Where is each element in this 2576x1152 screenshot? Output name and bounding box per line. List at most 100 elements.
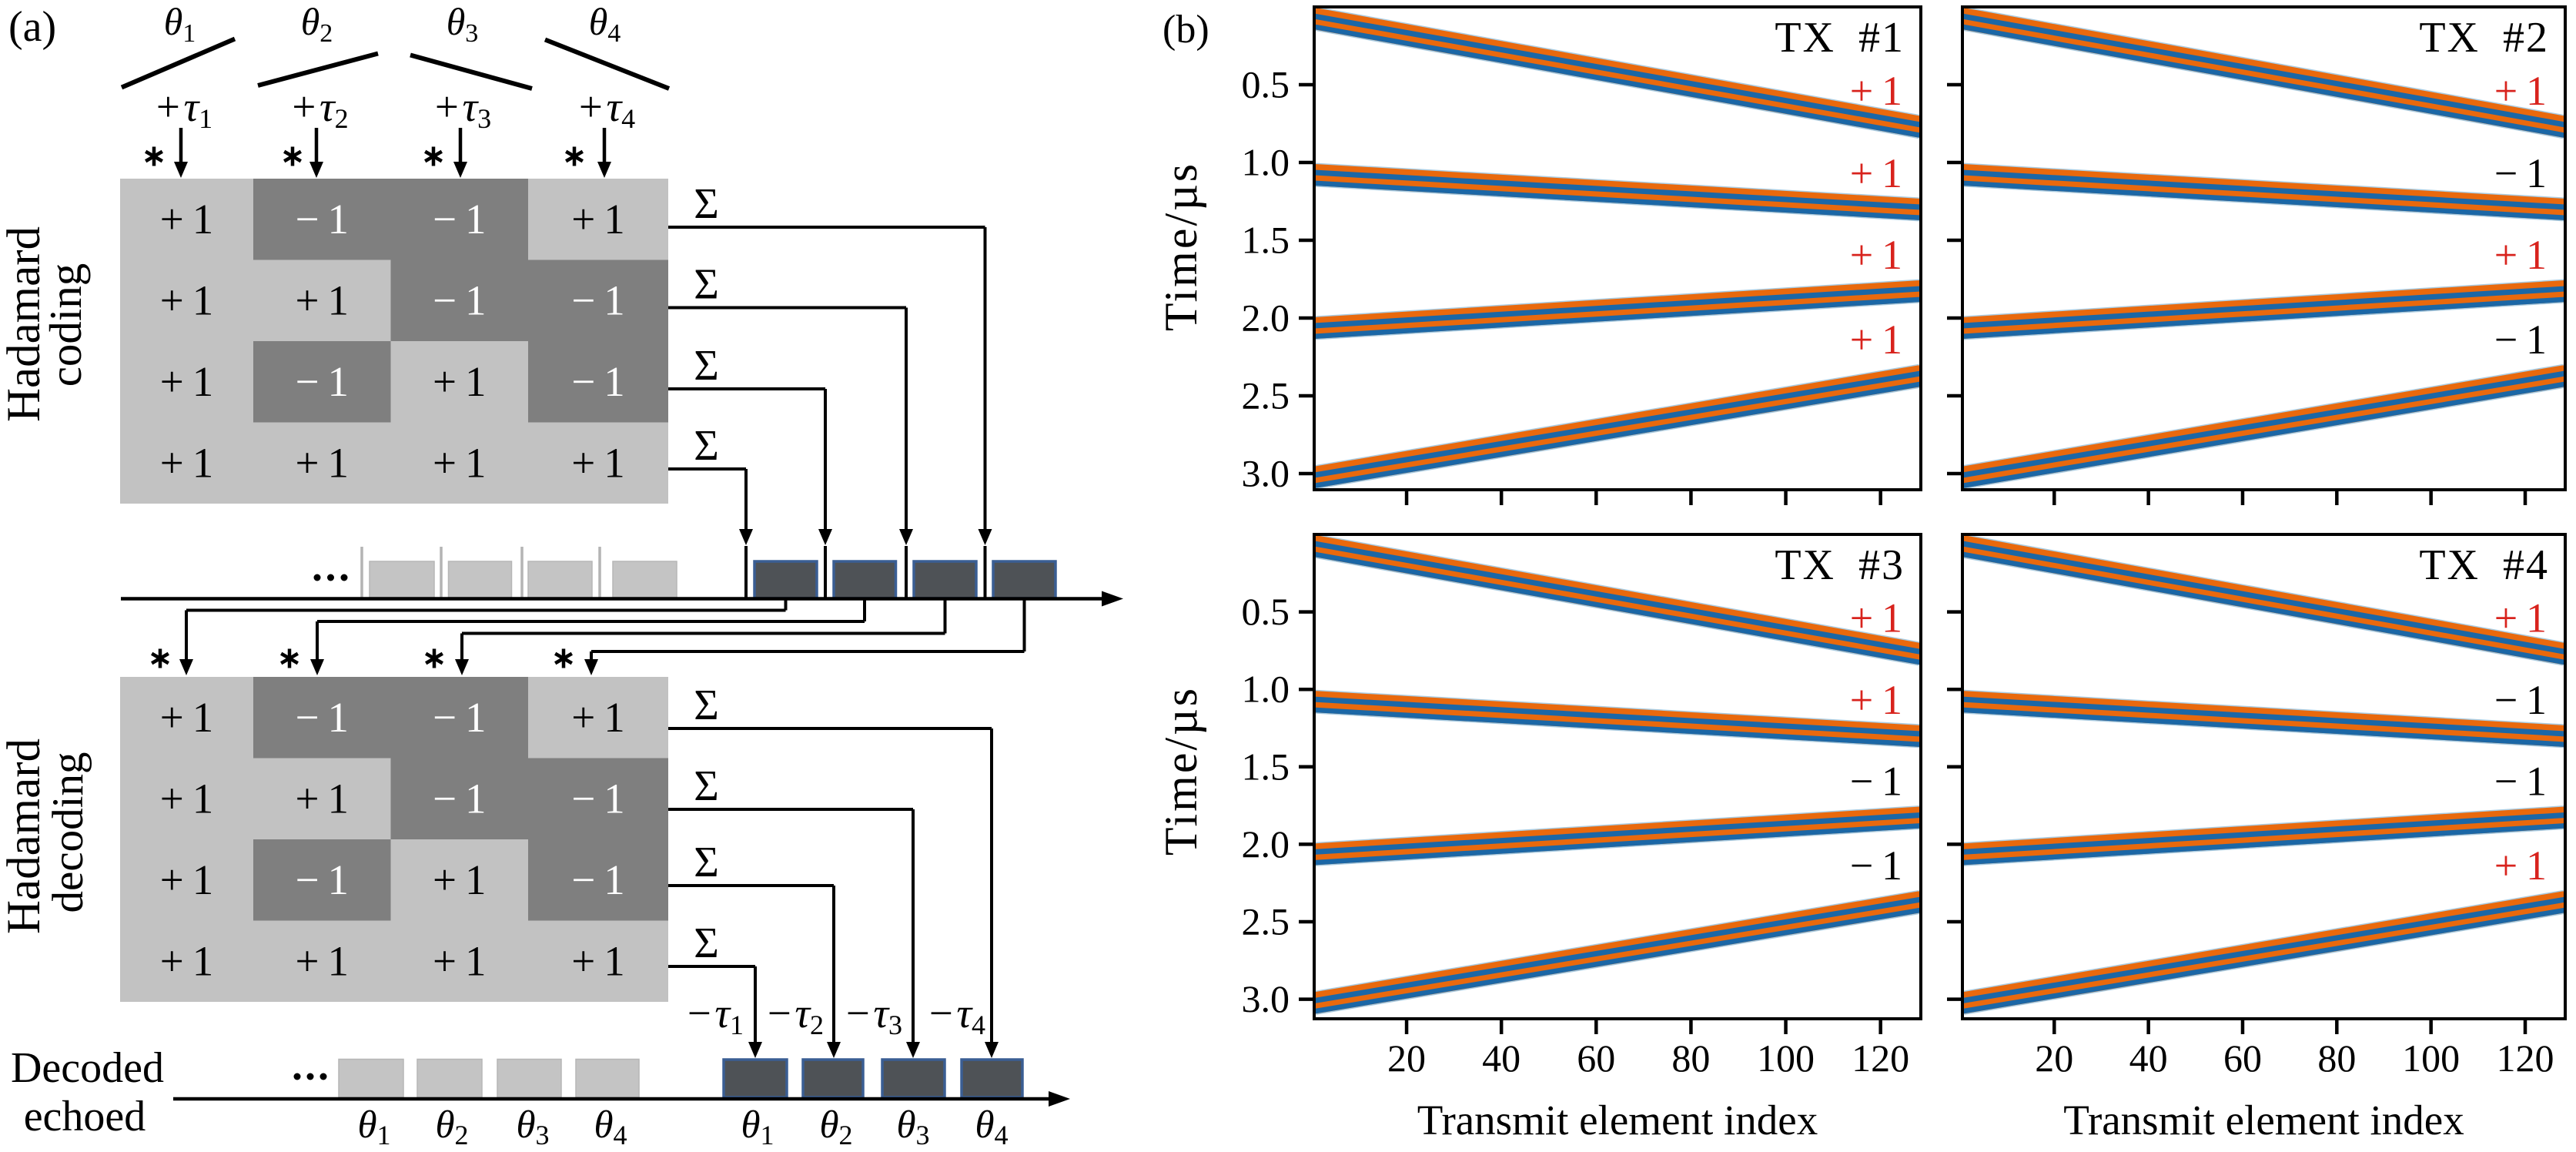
svg-text:− 1: − 1 — [295, 196, 349, 243]
svg-text:+ 1: + 1 — [571, 196, 625, 243]
svg-text:Time/µs: Time/µs — [1156, 686, 1206, 856]
svg-text:100: 100 — [2402, 1036, 2460, 1080]
svg-text:+ 1: + 1 — [1850, 677, 1902, 723]
svg-text:+ 1: + 1 — [160, 856, 214, 903]
svg-text:Σ: Σ — [694, 261, 719, 309]
svg-text:Σ: Σ — [694, 919, 719, 967]
svg-text:+ 1: + 1 — [571, 937, 625, 984]
svg-text:+ 1: + 1 — [571, 439, 625, 486]
svg-text:+ τ2: + τ2 — [292, 83, 348, 134]
svg-text:1.5: 1.5 — [1242, 745, 1290, 788]
svg-text:θ1: θ1 — [164, 0, 196, 48]
svg-text:− 1: − 1 — [2494, 759, 2547, 805]
svg-text:θ3: θ3 — [896, 1103, 929, 1150]
svg-text:θ4: θ4 — [975, 1103, 1008, 1150]
svg-text:+ 1: + 1 — [295, 439, 349, 486]
svg-text:TX #3: TX #3 — [1775, 541, 1905, 589]
svg-text:+ 1: + 1 — [160, 694, 214, 741]
svg-text:2.0: 2.0 — [1242, 296, 1290, 340]
svg-text:− 1: − 1 — [571, 775, 625, 822]
svg-text:Hadamard: Hadamard — [0, 226, 50, 422]
svg-text:+ 1: + 1 — [1850, 150, 1902, 196]
svg-text:− 1: − 1 — [571, 358, 625, 405]
svg-text:+ 1: + 1 — [1850, 232, 1902, 278]
svg-text:120: 120 — [2497, 1036, 2554, 1080]
svg-text:+ 1: + 1 — [433, 856, 487, 903]
svg-text:+ 1: + 1 — [295, 937, 349, 984]
svg-text:− τ2: − τ2 — [768, 990, 824, 1040]
svg-text:60: 60 — [1577, 1036, 1615, 1080]
svg-text:− 1: − 1 — [295, 856, 349, 903]
svg-text:Decoded: Decoded — [11, 1044, 164, 1092]
svg-text:40: 40 — [1482, 1036, 1521, 1080]
svg-text:− τ3: − τ3 — [846, 990, 902, 1040]
svg-text:+ 1: + 1 — [2494, 232, 2547, 278]
svg-text:echoed: echoed — [24, 1093, 146, 1140]
svg-text:− 1: − 1 — [433, 196, 487, 243]
svg-text:coding: coding — [40, 263, 91, 387]
svg-text:100: 100 — [1757, 1036, 1815, 1080]
svg-text:60: 60 — [2223, 1036, 2262, 1080]
svg-text:Σ: Σ — [694, 342, 719, 390]
svg-text:− 1: − 1 — [1850, 842, 1902, 889]
svg-text:+ τ3: + τ3 — [435, 83, 491, 134]
svg-text:− 1: − 1 — [295, 358, 349, 405]
svg-text:θ2: θ2 — [819, 1103, 852, 1150]
svg-text:TX #1: TX #1 — [1775, 14, 1905, 62]
svg-text:+ 1: + 1 — [433, 439, 487, 486]
svg-text:+ 1: + 1 — [2494, 594, 2547, 641]
svg-text:2.5: 2.5 — [1242, 374, 1290, 417]
svg-text:+ 1: + 1 — [160, 358, 214, 405]
svg-text:2.5: 2.5 — [1242, 900, 1290, 943]
svg-text:− τ4: − τ4 — [929, 990, 985, 1040]
svg-text:TX #4: TX #4 — [2419, 541, 2549, 589]
svg-text:Σ: Σ — [694, 180, 719, 228]
svg-text:+ 1: + 1 — [2494, 68, 2547, 114]
svg-text:− 1: − 1 — [2494, 150, 2547, 196]
svg-text:Transmit element index: Transmit element index — [1417, 1097, 1818, 1144]
svg-text:− 1: − 1 — [2494, 316, 2547, 363]
svg-text:− τ1: − τ1 — [687, 990, 744, 1040]
svg-text:120: 120 — [1852, 1036, 1909, 1080]
svg-text:1.0: 1.0 — [1242, 668, 1290, 711]
svg-text:+ 1: + 1 — [295, 775, 349, 822]
svg-text:− 1: − 1 — [433, 775, 487, 822]
svg-text:Σ: Σ — [694, 422, 719, 470]
svg-text:20: 20 — [1387, 1036, 1426, 1080]
svg-text:θ1: θ1 — [741, 1103, 774, 1150]
svg-text:+ 1: + 1 — [2494, 842, 2547, 889]
svg-text:3.0: 3.0 — [1242, 977, 1290, 1020]
svg-text:(a): (a) — [8, 3, 56, 51]
svg-text:+ 1: + 1 — [433, 937, 487, 984]
svg-text:θ2: θ2 — [435, 1103, 468, 1150]
svg-text:+ 1: + 1 — [295, 276, 349, 323]
svg-text:θ1: θ1 — [357, 1103, 390, 1150]
svg-text:Σ: Σ — [694, 839, 719, 886]
svg-text:+ τ4: + τ4 — [579, 83, 635, 134]
svg-text:− 1: − 1 — [571, 856, 625, 903]
svg-text:− 1: − 1 — [571, 276, 625, 323]
svg-text:− 1: − 1 — [433, 694, 487, 741]
svg-text:Σ: Σ — [694, 681, 719, 729]
svg-text:20: 20 — [2035, 1036, 2073, 1080]
svg-text:+ 1: + 1 — [1850, 316, 1902, 363]
svg-text:− 1: − 1 — [295, 694, 349, 741]
svg-text:θ3: θ3 — [447, 0, 479, 48]
svg-text:40: 40 — [2129, 1036, 2168, 1080]
svg-text:Transmit element index: Transmit element index — [2063, 1097, 2464, 1144]
svg-text:3.0: 3.0 — [1242, 452, 1290, 495]
svg-text:+ 1: + 1 — [160, 937, 214, 984]
svg-text:(b): (b) — [1163, 8, 1209, 52]
svg-text:+ 1: + 1 — [1850, 68, 1902, 114]
svg-text:+ 1: + 1 — [160, 439, 214, 486]
svg-text:Time/µs: Time/µs — [1156, 162, 1206, 331]
svg-text:+ 1: + 1 — [160, 276, 214, 323]
svg-text:+ 1: + 1 — [571, 694, 625, 741]
svg-text:− 1: − 1 — [433, 276, 487, 323]
svg-text:θ3: θ3 — [516, 1103, 549, 1150]
svg-text:80: 80 — [2317, 1036, 2356, 1080]
svg-text:+ 1: + 1 — [1850, 594, 1902, 641]
svg-text:decoding: decoding — [44, 752, 92, 913]
svg-text:− 1: − 1 — [1850, 759, 1902, 805]
svg-text:− 1: − 1 — [2494, 677, 2547, 723]
